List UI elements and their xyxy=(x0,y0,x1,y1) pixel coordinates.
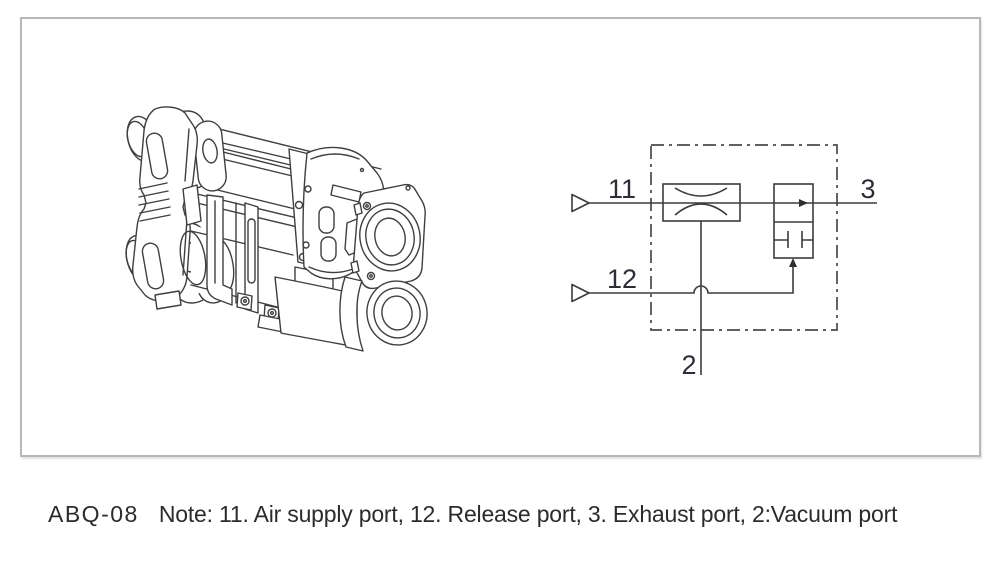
check-valve-symbol xyxy=(773,183,814,259)
front-flange-port xyxy=(350,183,426,290)
label-release-port: 12 xyxy=(607,264,637,294)
label-air-supply-port: 11 xyxy=(608,174,636,204)
label-exhaust-port: 3 xyxy=(860,174,875,204)
caption-note: Note: 11. Air supply port, 12. Release p… xyxy=(158,501,898,527)
pilot-arrow xyxy=(789,258,797,267)
release-pilot-line xyxy=(589,266,794,294)
pneumatic-circuit-diagram: 11 12 3 2 xyxy=(571,144,877,380)
release-port-symbol xyxy=(571,283,590,303)
lower-cylinder-port xyxy=(274,276,428,352)
venturi-ejector-symbol xyxy=(662,183,741,222)
model-number: ABQ-08 xyxy=(48,501,139,527)
product-isometric-drawing xyxy=(125,106,428,352)
flow-arrow xyxy=(799,199,808,207)
figure-caption: ABQ-08 Note: 11. Air supply port, 12. Rel… xyxy=(48,501,978,528)
mounting-bracket-plate xyxy=(131,106,202,310)
enclosure-boundary xyxy=(650,144,838,331)
label-vacuum-port: 2 xyxy=(681,350,696,380)
air-supply-port-symbol xyxy=(571,193,590,213)
